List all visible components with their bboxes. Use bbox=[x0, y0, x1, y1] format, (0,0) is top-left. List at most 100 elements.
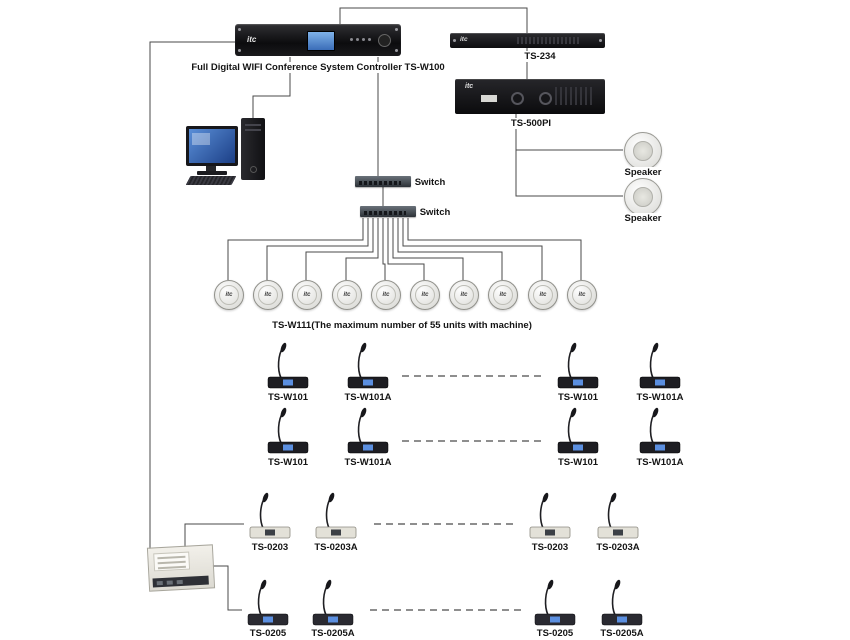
power-box bbox=[146, 544, 216, 592]
amp-knob bbox=[511, 92, 524, 105]
connection-line bbox=[149, 41, 236, 552]
itc-logo: itc bbox=[343, 292, 351, 298]
mic-label: TS-0205 bbox=[247, 628, 289, 639]
screw-icon bbox=[599, 39, 602, 42]
itc-logo: itc bbox=[460, 292, 468, 298]
connection-line bbox=[382, 218, 386, 280]
desktop-monitor bbox=[186, 126, 238, 166]
wired-mic bbox=[524, 492, 576, 540]
connection-line bbox=[227, 218, 364, 280]
speaker-top-label: Speaker bbox=[622, 167, 664, 178]
connection-line bbox=[397, 218, 503, 280]
ethernet-switch-bottom bbox=[360, 206, 416, 217]
controller-knob bbox=[378, 34, 391, 47]
amplifier-ts500pi: itc bbox=[455, 79, 605, 114]
rack-ts234: itc bbox=[450, 33, 605, 48]
mic-label: TS-W101 bbox=[265, 392, 311, 403]
wired-mic bbox=[592, 492, 644, 540]
speaker-bottom-label: Speaker bbox=[622, 213, 664, 224]
mic-gooseneck-art bbox=[557, 407, 599, 454]
ceiling-unit: itc bbox=[332, 280, 362, 310]
itc-logo: itc bbox=[225, 292, 233, 298]
itc-logo: itc bbox=[247, 35, 257, 44]
screw-icon bbox=[395, 49, 398, 52]
connection-line bbox=[345, 218, 379, 280]
connection-line bbox=[266, 218, 369, 280]
mic-gooseneck-art bbox=[347, 407, 389, 454]
vent-grille bbox=[517, 37, 579, 44]
ceiling-unit: itc bbox=[528, 280, 558, 310]
mic-gooseneck-art bbox=[249, 492, 291, 539]
mic-label: TS-0203A bbox=[312, 542, 360, 553]
connection-line bbox=[339, 7, 528, 33]
mic-label: TS-W101A bbox=[342, 457, 394, 468]
wired-mic bbox=[307, 579, 359, 627]
monitor-screen bbox=[189, 129, 235, 163]
mic-label: TS-W101A bbox=[634, 392, 686, 403]
amp-display bbox=[481, 95, 497, 102]
mic-label: TS-W101A bbox=[634, 457, 686, 468]
connection-line bbox=[387, 218, 425, 280]
mic-gooseneck-art bbox=[529, 492, 571, 539]
wireless-mic bbox=[342, 407, 394, 455]
itc-logo: itc bbox=[578, 292, 586, 298]
connection-line bbox=[515, 114, 623, 197]
ceiling-unit: itc bbox=[410, 280, 440, 310]
power-button-icon bbox=[250, 166, 257, 173]
itc-logo: itc bbox=[303, 292, 311, 298]
drive-slot bbox=[245, 124, 261, 126]
mic-gooseneck-art bbox=[601, 579, 643, 626]
connection-line bbox=[407, 218, 582, 280]
wireless-mic bbox=[634, 342, 686, 390]
itc-logo: itc bbox=[264, 292, 272, 298]
itc-logo: itc bbox=[465, 83, 474, 90]
mic-gooseneck-art bbox=[347, 342, 389, 389]
connection-line bbox=[212, 565, 242, 611]
connection-line bbox=[392, 218, 464, 280]
ceiling-unit: itc bbox=[371, 280, 401, 310]
mic-label: TS-W101 bbox=[555, 457, 601, 468]
speaker-top bbox=[624, 132, 662, 170]
ceiling-unit: itc bbox=[253, 280, 283, 310]
ethernet-switch-top bbox=[355, 176, 411, 187]
switch-top-label: Switch bbox=[412, 177, 448, 188]
controller-label: Full Digital WIFI Conference System Cont… bbox=[189, 62, 447, 73]
mic-gooseneck-art bbox=[639, 407, 681, 454]
wireless-mic bbox=[552, 407, 604, 455]
mic-gooseneck-art bbox=[267, 342, 309, 389]
wifi-controller-ts-w100: itc bbox=[235, 24, 401, 56]
connection-line bbox=[402, 218, 543, 280]
mic-gooseneck-art bbox=[639, 342, 681, 389]
mic-label: TS-0203 bbox=[529, 542, 571, 553]
mic-gooseneck-art bbox=[557, 342, 599, 389]
mic-gooseneck-art bbox=[312, 579, 354, 626]
mic-label: TS-0203A bbox=[594, 542, 642, 553]
vent-grille bbox=[555, 87, 593, 105]
ceiling-unit: itc bbox=[214, 280, 244, 310]
mic-gooseneck-art bbox=[267, 407, 309, 454]
controller-buttons bbox=[350, 38, 371, 41]
mic-label: TS-W101 bbox=[555, 392, 601, 403]
itc-logo: itc bbox=[499, 292, 507, 298]
switch-bottom-label: Switch bbox=[417, 207, 453, 218]
mic-label: TS-0205A bbox=[598, 628, 646, 639]
wireless-mic bbox=[552, 342, 604, 390]
ceiling-unit: itc bbox=[488, 280, 518, 310]
mic-label: TS-0203 bbox=[249, 542, 291, 553]
power-box-label-sticker bbox=[153, 551, 191, 572]
ts500pi-label: TS-500PI bbox=[508, 118, 554, 129]
itc-logo: itc bbox=[382, 292, 390, 298]
itc-logo: itc bbox=[460, 36, 468, 43]
mic-gooseneck-art bbox=[315, 492, 357, 539]
wireless-mic bbox=[634, 407, 686, 455]
drive-slot bbox=[245, 129, 261, 131]
itc-logo: itc bbox=[539, 292, 547, 298]
connection-line bbox=[252, 57, 291, 118]
ceiling-unit: itc bbox=[449, 280, 479, 310]
itc-logo: itc bbox=[421, 292, 429, 298]
connection-line bbox=[184, 523, 244, 547]
screw-icon bbox=[238, 28, 241, 31]
wired-mic bbox=[242, 579, 294, 627]
